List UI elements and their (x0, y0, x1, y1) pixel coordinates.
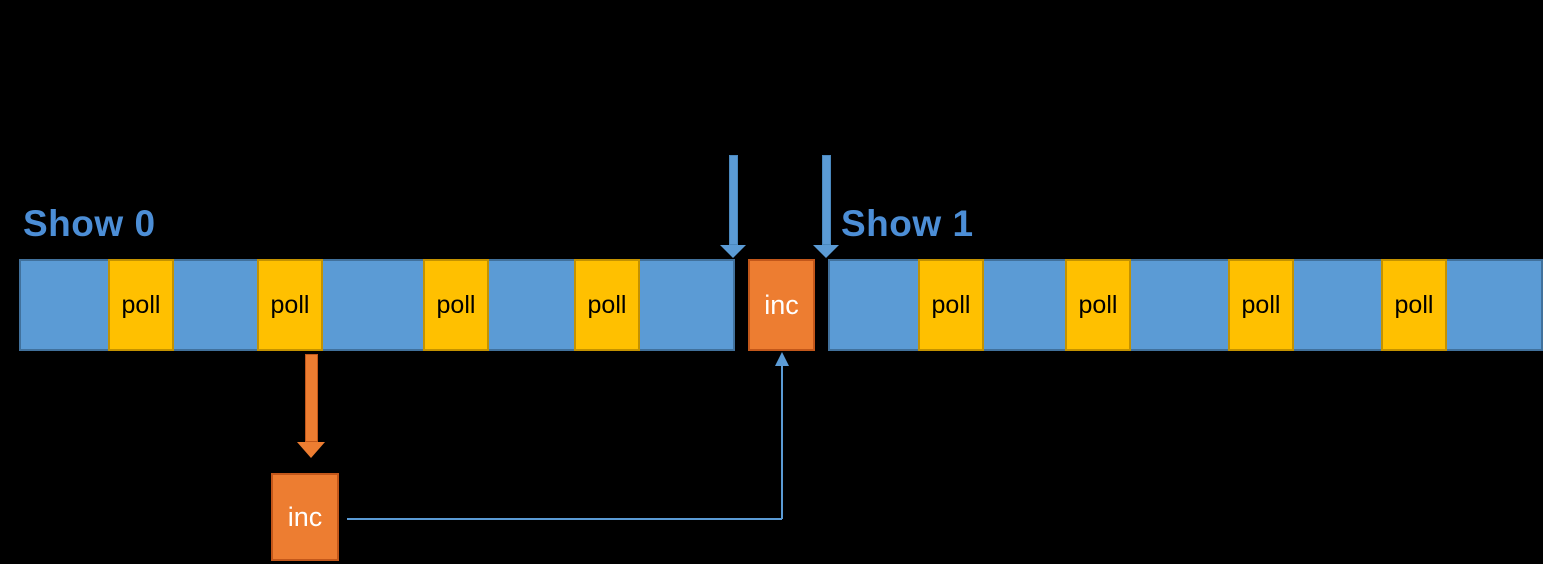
inc-connector-vertical-line (781, 365, 783, 519)
inc-label: inc (287, 501, 323, 532)
poll-label: poll (931, 290, 971, 319)
poll-to-inc-down-arrow-icon (297, 354, 325, 458)
arrow-shaft (304, 354, 318, 442)
frame-end-down-arrow-icon (720, 155, 746, 258)
poll-box: poll (918, 259, 984, 351)
poll-label: poll (1241, 290, 1281, 319)
poll-box: poll (423, 259, 489, 351)
arrow-shaft (821, 155, 831, 245)
arrow-shaft (728, 155, 738, 245)
poll-label: poll (270, 290, 310, 319)
arrow-head (813, 245, 839, 258)
poll-box: poll (1065, 259, 1131, 351)
inc-box-timeline: inc (748, 259, 815, 351)
poll-box: poll (257, 259, 323, 351)
poll-label: poll (587, 290, 627, 319)
poll-label: poll (121, 290, 161, 319)
poll-box: poll (1228, 259, 1294, 351)
poll-box: poll (574, 259, 640, 351)
arrow-head (720, 245, 746, 258)
poll-box: poll (1381, 259, 1447, 351)
frame-start-down-arrow-icon (813, 155, 839, 258)
inc-connector-horizontal-line (347, 518, 782, 520)
poll-label: poll (1394, 290, 1434, 319)
inc-label: inc (764, 289, 799, 320)
inc-box-deferred: inc (271, 473, 339, 561)
poll-box: poll (108, 259, 174, 351)
poll-label: poll (436, 290, 476, 319)
show1-label: Show 1 (841, 203, 974, 244)
inc-connector-up-arrowhead-icon (775, 352, 789, 366)
poll-label: poll (1078, 290, 1118, 319)
show0-label: Show 0 (23, 203, 156, 244)
arrow-head (297, 442, 325, 458)
